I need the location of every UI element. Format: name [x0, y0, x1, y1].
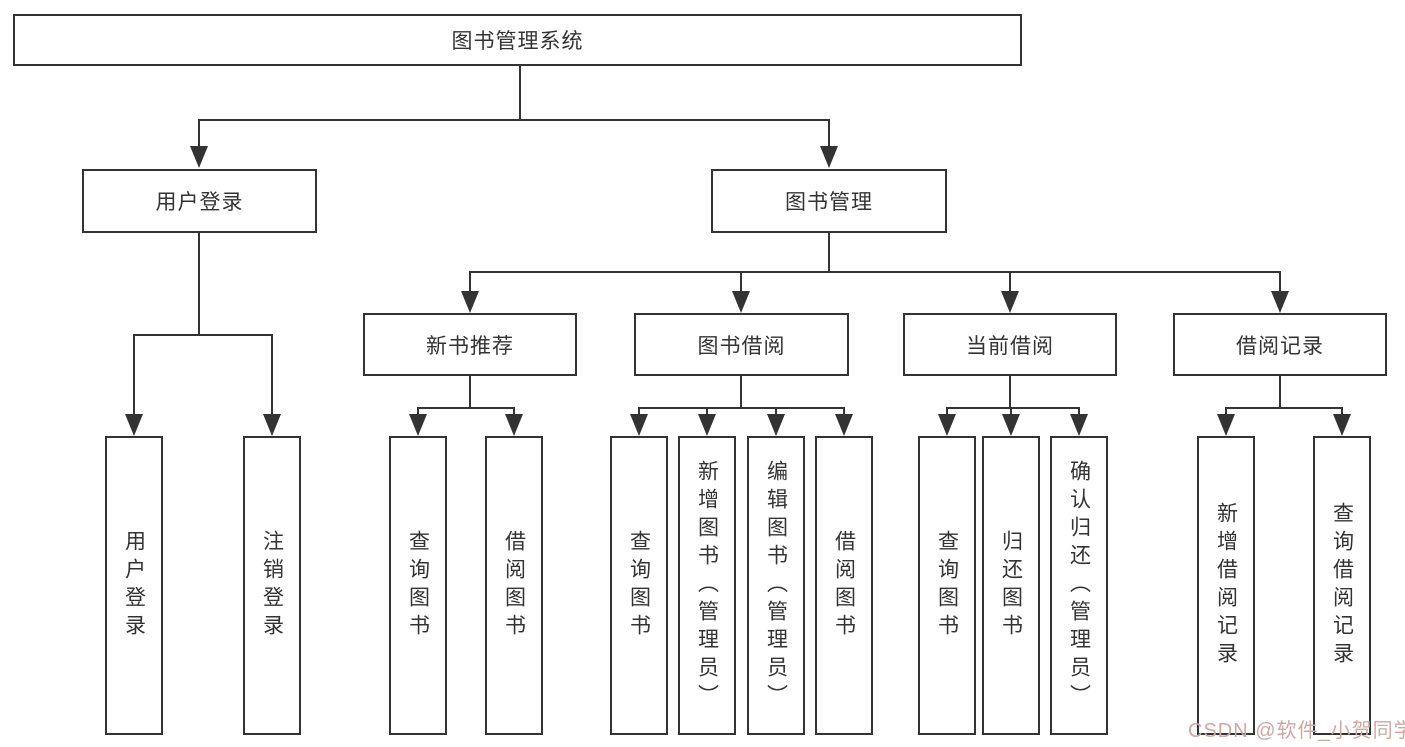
node-label: 确认归还（管理员）	[1067, 459, 1091, 712]
line	[1341, 407, 1343, 416]
node-label: 注销登录	[260, 529, 284, 642]
arrow-down-icon	[767, 414, 785, 436]
line	[1010, 407, 1012, 416]
line	[740, 376, 742, 408]
node-user-login: 用户登录	[82, 169, 317, 233]
node-leaf-confirm-return-admin: 确认归还（管理员）	[1050, 436, 1108, 735]
node-new-book-recommend: 新书推荐	[363, 313, 577, 376]
arrow-down-icon	[125, 414, 143, 436]
node-leaf-edit-books-admin: 编辑图书（管理员）	[747, 436, 805, 735]
line	[1225, 407, 1343, 409]
node-current-borrow: 当前借阅	[903, 313, 1117, 376]
arrow-down-icon	[1333, 414, 1351, 436]
line	[946, 407, 1080, 409]
line	[740, 271, 742, 293]
line	[1078, 407, 1080, 416]
node-root-library-system: 图书管理系统	[13, 14, 1022, 66]
line	[828, 119, 830, 147]
arrow-down-icon	[505, 414, 523, 436]
line	[198, 119, 200, 147]
arrow-down-icon	[1001, 291, 1019, 313]
arrow-down-icon	[190, 146, 208, 168]
arrow-down-icon	[1271, 291, 1289, 313]
line	[638, 407, 845, 409]
line	[469, 271, 1281, 273]
node-label: 编辑图书（管理员）	[764, 459, 788, 712]
line	[198, 119, 830, 121]
node-label: 查询借阅记录	[1330, 501, 1354, 670]
line	[519, 66, 521, 120]
node-label: 用户登录	[122, 529, 146, 642]
line	[1009, 376, 1011, 408]
arrow-down-icon	[835, 414, 853, 436]
arrow-down-icon	[1217, 414, 1235, 436]
node-leaf-return-books: 归还图书	[982, 436, 1040, 735]
node-leaf-query-borrow-record: 查询借阅记录	[1313, 436, 1371, 735]
line	[1279, 271, 1281, 293]
line	[1279, 376, 1281, 408]
node-leaf-query-books-1: 查询图书	[389, 436, 447, 735]
node-leaf-borrow-books-2: 借阅图书	[815, 436, 873, 735]
node-label: 借阅记录	[1236, 334, 1324, 358]
node-label: 查询图书	[406, 529, 430, 642]
node-label: 借阅图书	[502, 529, 526, 642]
line	[417, 407, 419, 416]
line	[946, 407, 948, 416]
node-label: 新书推荐	[426, 334, 514, 358]
line	[469, 376, 471, 408]
arrow-down-icon	[1002, 414, 1020, 436]
node-leaf-add-books-admin: 新增图书（管理员）	[678, 436, 736, 735]
node-leaf-query-books-3: 查询图书	[918, 436, 976, 735]
node-label: 图书借阅	[697, 334, 786, 358]
node-label: 新增图书（管理员）	[695, 459, 719, 712]
arrow-down-icon	[1070, 414, 1088, 436]
node-label: 用户登录	[155, 191, 244, 214]
line	[133, 334, 273, 336]
line	[638, 407, 640, 416]
arrow-down-icon	[938, 414, 956, 436]
arrow-down-icon	[409, 414, 427, 436]
line	[828, 233, 830, 272]
arrow-down-icon	[820, 146, 838, 168]
node-book-borrow: 图书借阅	[634, 313, 849, 376]
node-label: 新增借阅记录	[1214, 501, 1238, 670]
arrow-down-icon	[461, 291, 479, 313]
node-leaf-logout: 注销登录	[243, 436, 301, 735]
line	[513, 407, 515, 416]
line	[469, 271, 471, 293]
arrow-down-icon	[698, 414, 716, 436]
node-borrow-records: 借阅记录	[1173, 313, 1387, 376]
line	[271, 334, 273, 416]
node-leaf-query-books-2: 查询图书	[610, 436, 668, 735]
node-leaf-borrow-books-1: 借阅图书	[485, 436, 543, 735]
line	[775, 407, 777, 416]
arrow-down-icon	[263, 414, 281, 436]
line	[133, 334, 135, 416]
node-label: 图书管理系统	[451, 30, 584, 53]
node-leaf-user-login: 用户登录	[105, 436, 163, 735]
node-label: 图书管理	[785, 191, 873, 214]
line	[1225, 407, 1227, 416]
line	[417, 407, 514, 409]
node-label: 查询图书	[935, 529, 959, 642]
node-label: 归还图书	[999, 529, 1023, 642]
node-book-management: 图书管理	[711, 169, 947, 233]
node-label: 当前借阅	[966, 334, 1054, 358]
line	[843, 407, 845, 416]
line	[198, 233, 200, 335]
node-label: 借阅图书	[832, 529, 856, 642]
node-leaf-add-borrow-record: 新增借阅记录	[1197, 436, 1255, 735]
line	[1009, 271, 1011, 293]
node-label: 查询图书	[627, 529, 651, 642]
line	[706, 407, 708, 416]
csdn-watermark: CSDN @软件_小贺同学	[1188, 720, 1405, 742]
arrow-down-icon	[630, 414, 648, 436]
arrow-down-icon	[732, 291, 750, 313]
